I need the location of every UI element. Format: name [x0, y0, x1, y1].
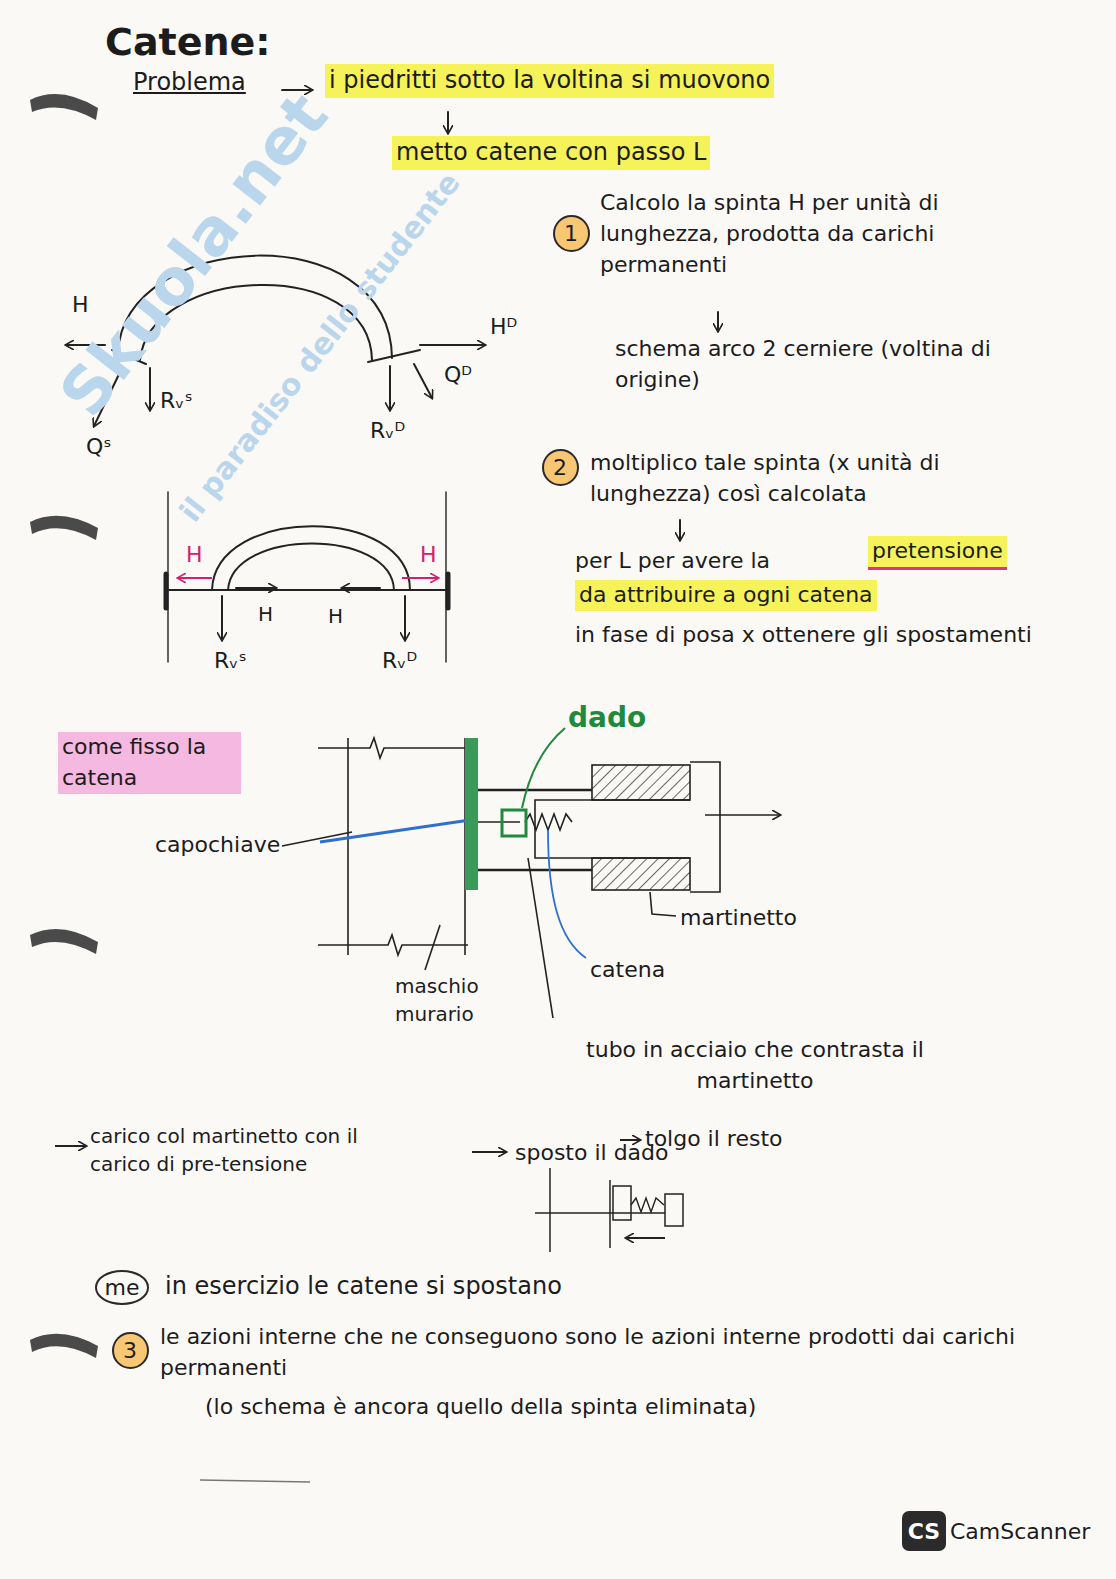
app-logo: CS — [902, 1511, 946, 1551]
step-note: per L per avere la — [575, 546, 770, 577]
force-label: H — [186, 540, 203, 571]
node-text: 1 — [564, 221, 578, 246]
force-label: Rᵥˢ — [160, 386, 193, 417]
process-note: tolgo il resto — [645, 1124, 782, 1155]
force-label: Qˢ — [86, 432, 112, 463]
node-text: 3 — [123, 1338, 137, 1363]
node-text: me — [105, 1275, 140, 1300]
step-note: schema arco 2 cerniere (voltina di origi… — [615, 334, 1015, 396]
highlighted-note: metto catene con passo L — [392, 136, 710, 170]
force-label: Qᴰ — [444, 360, 472, 391]
step-note: moltiplico tale spinta (x unità di lungh… — [590, 448, 1040, 510]
note-text: le azioni interne che ne conseguono sono… — [160, 1322, 1020, 1384]
step-number: 3 — [112, 1332, 149, 1369]
force-label: H — [258, 600, 273, 628]
part-name: capochiave — [155, 830, 280, 861]
heading-note: Problema — [133, 66, 246, 100]
highlighted-note: come fisso la catena — [58, 732, 241, 794]
force-label: Rᵥᴰ — [370, 416, 405, 447]
part-name: catena — [590, 955, 665, 986]
note-text: (lo schema è ancora quello della spinta … — [205, 1392, 1005, 1423]
step-number: 2 — [542, 449, 579, 486]
note-mark: me — [95, 1270, 150, 1305]
highlighted-note: da attribuire a ogni catena — [575, 580, 877, 611]
force-label: H — [328, 602, 343, 630]
force-label: Rᵥˢ — [214, 646, 247, 677]
binder-ring — [30, 94, 98, 1358]
node-text: 2 — [553, 455, 567, 480]
part-name: martinetto — [680, 903, 797, 934]
force-label: Rᵥᴰ — [382, 646, 417, 677]
highlighted-note: pretensione — [868, 536, 1007, 570]
force-label: H — [72, 290, 89, 321]
step-note: in fase di posa x ottenere gli spostamen… — [575, 620, 1035, 651]
note-text: in esercizio le catene si spostano — [165, 1270, 562, 1304]
part-name: dado — [568, 698, 646, 737]
part-name: tubo in acciaio che contrasta il martine… — [535, 1035, 975, 1097]
step-note: Calcolo la spinta H per unità di lunghez… — [600, 188, 1040, 280]
process-note: carico col martinetto con il carico di p… — [90, 1122, 380, 1178]
step-number: 1 — [553, 215, 590, 252]
force-label: Hᴰ — [490, 312, 517, 343]
part-name: maschio murario — [395, 972, 505, 1028]
force-label: H — [420, 540, 437, 571]
highlighted-note: i piedritti sotto la voltina si muovono — [325, 64, 774, 98]
app-name: CamScanner — [950, 1517, 1090, 1548]
node-text: CS — [908, 1519, 940, 1544]
page-title: Catene: — [105, 16, 271, 69]
